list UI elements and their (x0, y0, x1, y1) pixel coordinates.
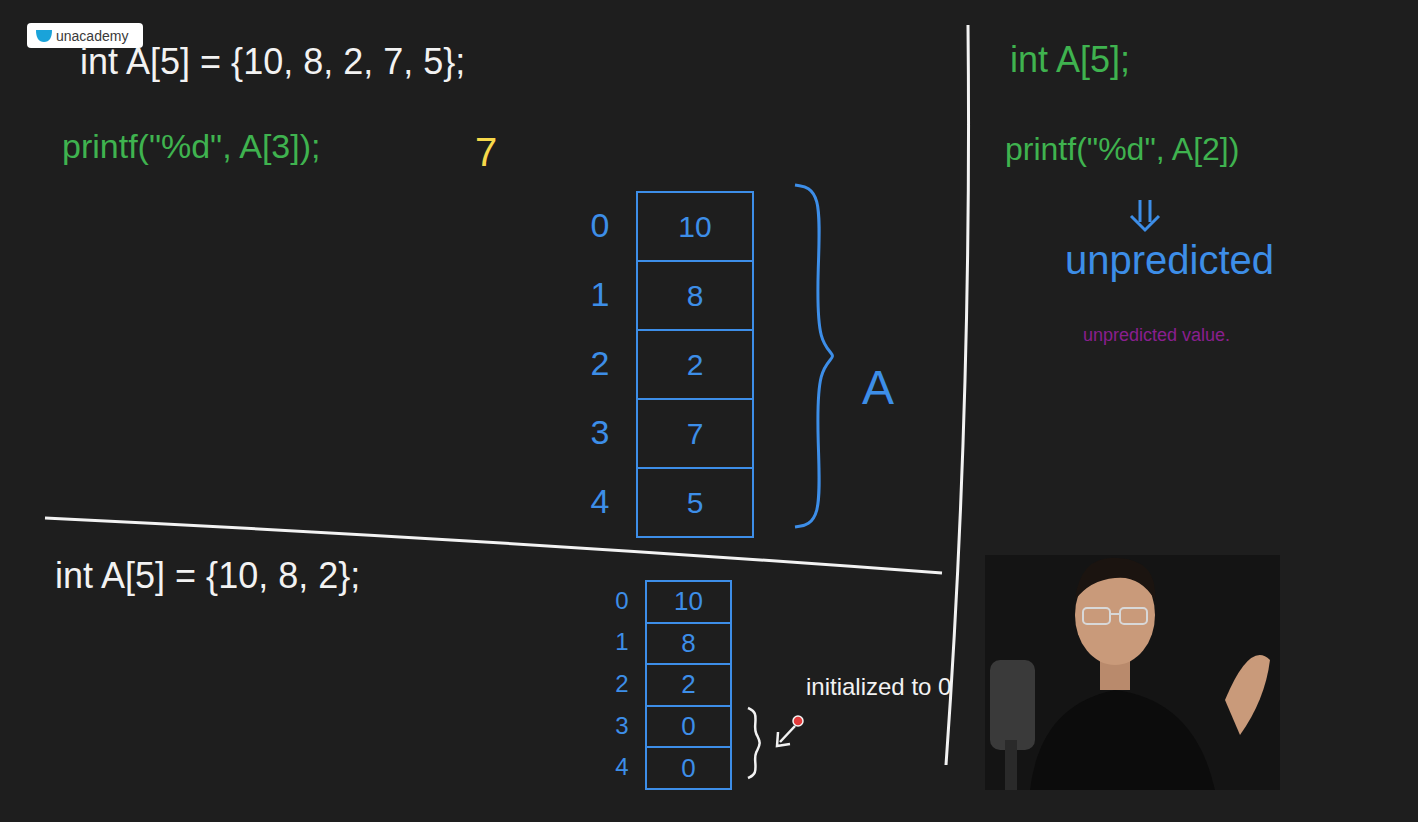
node-text: 0 (681, 753, 695, 784)
code-line: int A[5] = {10, 8, 2, 7, 5}; (80, 42, 465, 82)
code-line: printf("%d", A[2]) (1005, 132, 1239, 167)
index-number: 1 (591, 276, 610, 313)
index-number: 0 (615, 588, 628, 614)
array-brace (795, 185, 833, 527)
index-number: 0 (591, 207, 610, 244)
node-text: 5 (687, 486, 704, 520)
node-text: 2 (681, 669, 695, 700)
array-cell: 8 (636, 260, 754, 331)
code-line: int A[5]; (1010, 40, 1130, 80)
array-cell: 7 (636, 398, 754, 469)
code-line: int A[5] = {10, 8, 2}; (55, 556, 360, 596)
index-number: 2 (591, 345, 610, 382)
index-number: 2 (615, 671, 628, 697)
node-text: 0 (681, 711, 695, 742)
array-cell: 10 (636, 191, 754, 262)
array-cell: 5 (636, 467, 754, 538)
vertical-divider (946, 25, 969, 765)
array-cell: 2 (645, 663, 732, 707)
zero-brace (748, 708, 760, 778)
initialized-arrow (777, 716, 803, 746)
index-number: 3 (591, 414, 610, 451)
output-value: 7 (475, 130, 497, 174)
index-number: 4 (591, 483, 610, 520)
node-text: 10 (674, 586, 703, 617)
result-text: unpredicted (1065, 238, 1274, 282)
node-text: 2 (687, 348, 704, 382)
node-text: 8 (687, 279, 704, 313)
array-cell: 10 (645, 580, 732, 624)
logo-icon (35, 29, 53, 43)
node-text: 7 (687, 417, 704, 451)
caption-note: unpredicted value. (1083, 326, 1230, 346)
array-name: A (862, 362, 894, 415)
index-number: 4 (615, 754, 628, 780)
node-text: 8 (681, 628, 695, 659)
note: initialized to 0 (806, 674, 976, 700)
array-cell: 0 (645, 705, 732, 749)
index-number: 1 (615, 629, 628, 655)
index-number: 3 (615, 712, 628, 738)
array-cell: 8 (645, 622, 732, 666)
node-text: 10 (678, 210, 711, 244)
array-cell: 0 (645, 746, 732, 790)
array-cell: 2 (636, 329, 754, 400)
code-line: printf("%d", A[3]); (62, 128, 320, 165)
webcam-presenter (985, 555, 1280, 790)
down-arrow (1131, 200, 1159, 230)
